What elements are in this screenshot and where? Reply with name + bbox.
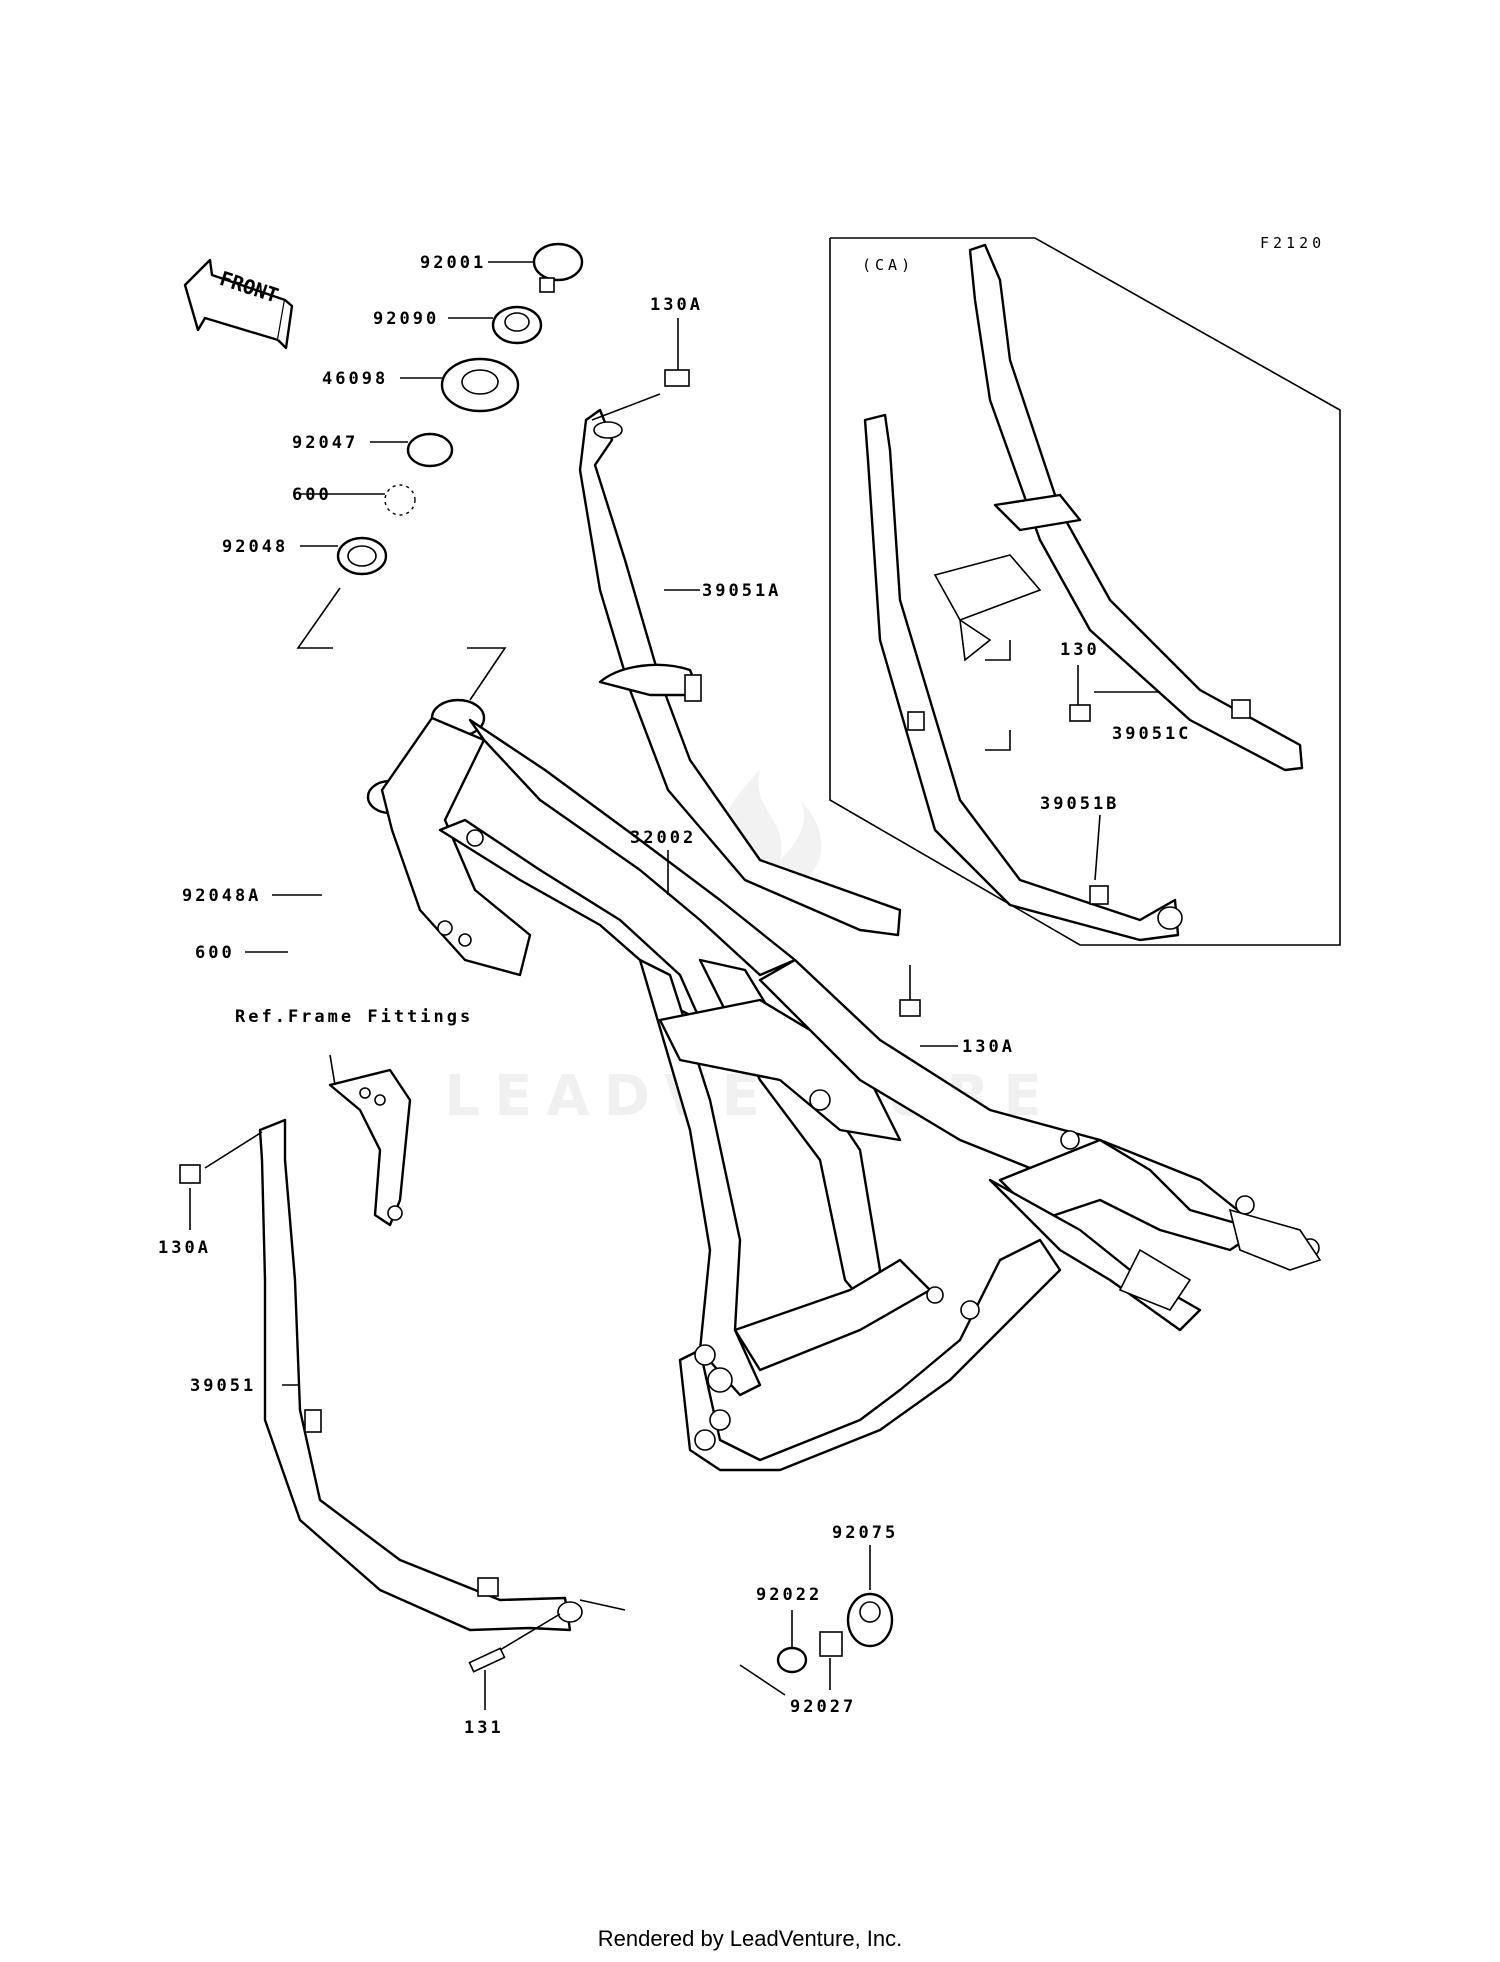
label-92022: 92022 xyxy=(756,1585,822,1605)
ca-inset-box: (CA) xyxy=(829,237,1341,946)
label-32002: 32002 xyxy=(630,828,696,848)
label-130A-top: 130A xyxy=(650,295,703,315)
label-92075: 92075 xyxy=(832,1523,898,1543)
label-39051A: 39051A xyxy=(702,581,781,601)
main-frame-32002 xyxy=(366,698,1322,1472)
steering-bearing-parts xyxy=(296,242,584,701)
down-tube-39051A xyxy=(578,408,902,937)
label-39051C: 39051C xyxy=(1112,724,1191,744)
label-130: 130 xyxy=(1060,640,1100,660)
reference-note: Ref.Frame Fittings xyxy=(235,1007,473,1027)
label-92001: 92001 xyxy=(420,253,486,273)
bolts xyxy=(179,369,1091,1184)
label-92048: 92048 xyxy=(222,537,288,557)
label-600-bottom: 600 xyxy=(195,943,235,963)
label-130A-mid: 130A xyxy=(962,1037,1015,1057)
label-92090: 92090 xyxy=(373,309,439,329)
front-arrow-icon: FRONT xyxy=(183,258,294,350)
label-131: 131 xyxy=(464,1718,504,1738)
label-92027: 92027 xyxy=(790,1697,856,1717)
figure-code: F2120 xyxy=(1260,234,1325,252)
label-39051B: 39051B xyxy=(1040,794,1119,814)
label-600-top: 600 xyxy=(292,485,332,505)
label-130A-left: 130A xyxy=(158,1238,211,1258)
inset-label: (CA) xyxy=(862,256,914,274)
leader-lines xyxy=(189,261,1160,1710)
footer-credit: Rendered by LeadVenture, Inc. xyxy=(597,1926,903,1951)
small-parts-bottom xyxy=(468,1592,894,1696)
label-92048A: 92048A xyxy=(182,886,261,906)
part-labels: 92001 92090 46098 92047 600 92048 130A 3… xyxy=(158,253,1191,1738)
label-39051: 39051 xyxy=(190,1376,256,1396)
label-46098: 46098 xyxy=(322,369,388,389)
down-tube-39051 xyxy=(258,1068,583,1632)
ca-inset-tubes xyxy=(863,243,1304,942)
label-92047: 92047 xyxy=(292,433,358,453)
